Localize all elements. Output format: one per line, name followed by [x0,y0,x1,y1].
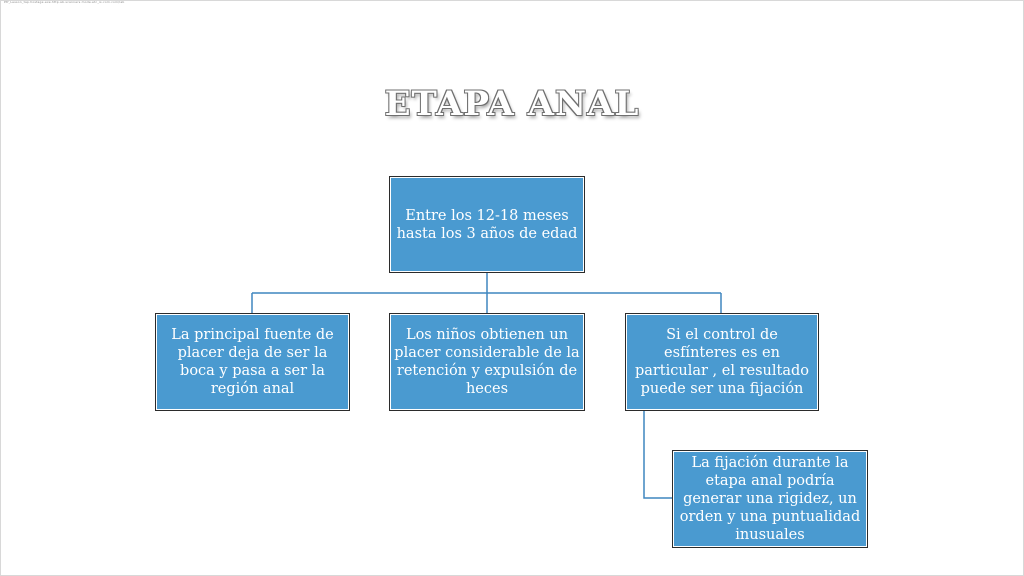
child-node-2: Los niños obtienen un placer considerabl… [389,313,585,411]
child-node-1: La principal fuente de placer deja de se… [155,313,350,411]
grandchild-node: La fijación durante la etapa anal podría… [672,450,868,548]
child-node-2-text: Los niños obtienen un placer considerabl… [394,327,580,397]
child-node-3-text: Si el control de esfínteres es en partic… [634,327,810,397]
slide-title: ETAPA ANAL [384,84,640,124]
root-node-text: Entre los 12-18 meses hasta los 3 años d… [396,207,578,242]
root-node: Entre los 12-18 meses hasta los 3 años d… [389,176,585,273]
connector-to-grandchild [643,411,672,499]
child-node-3: Si el control de esfínteres es en partic… [625,313,819,411]
grandchild-node-text: La fijación durante la etapa anal podría… [679,455,861,543]
child-node-1-text: La principal fuente de placer deja de se… [171,327,334,397]
slide-header-text: Ptf_Lesson_tap.hostage.exe.http.ab.scann… [4,0,125,4]
